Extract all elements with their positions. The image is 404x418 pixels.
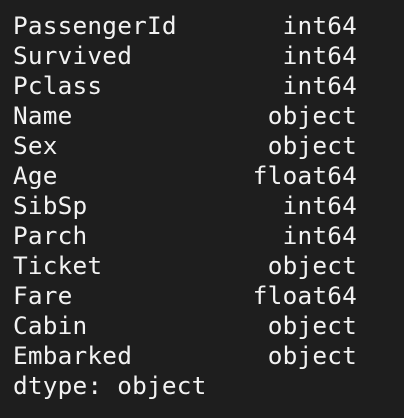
column-dtype: float64 <box>252 281 357 310</box>
dtype-row-ticket: Ticket object <box>13 251 357 281</box>
column-dtype: object <box>267 311 357 340</box>
dtype-row-cabin: Cabin object <box>13 311 357 341</box>
column-dtype: object <box>267 251 357 280</box>
column-dtype: object <box>267 131 357 160</box>
column-dtype: int64 <box>282 191 357 220</box>
dtype-row-passengerid: PassengerId int64 <box>13 11 357 41</box>
dtype-row-fare: Fare float64 <box>13 281 357 311</box>
dtype-row-pclass: Pclass int64 <box>13 71 357 101</box>
column-dtype: int64 <box>282 41 357 70</box>
column-name: Cabin <box>13 311 88 340</box>
column-name: Age <box>13 161 58 190</box>
column-name: Fare <box>13 281 73 310</box>
dtype-row-sibsp: SibSp int64 <box>13 191 357 221</box>
dtype-row-sex: Sex object <box>13 131 357 161</box>
column-name: PassengerId <box>13 11 177 40</box>
column-dtype: int64 <box>282 221 357 250</box>
column-name: Pclass <box>13 71 103 100</box>
column-dtype: object <box>267 341 357 370</box>
column-name: Parch <box>13 221 88 250</box>
column-name: Sex <box>13 131 58 160</box>
column-dtype: int64 <box>282 71 357 100</box>
dtype-row-embarked: Embarked object <box>13 341 357 371</box>
column-dtype: object <box>267 101 357 130</box>
column-name: Name <box>13 101 73 130</box>
column-name: Embarked <box>13 341 133 370</box>
column-dtype: int64 <box>282 11 357 40</box>
dtype-row-survived: Survived int64 <box>13 41 357 71</box>
dtype-row-name: Name object <box>13 101 357 131</box>
column-name: SibSp <box>13 191 88 220</box>
dtype-row-age: Age float64 <box>13 161 357 191</box>
dtype-footer: dtype: object <box>13 371 207 400</box>
column-name: Ticket <box>13 251 103 280</box>
column-dtype: float64 <box>252 161 357 190</box>
column-name: Survived <box>13 41 133 70</box>
dtype-row-parch: Parch int64 <box>13 221 357 251</box>
